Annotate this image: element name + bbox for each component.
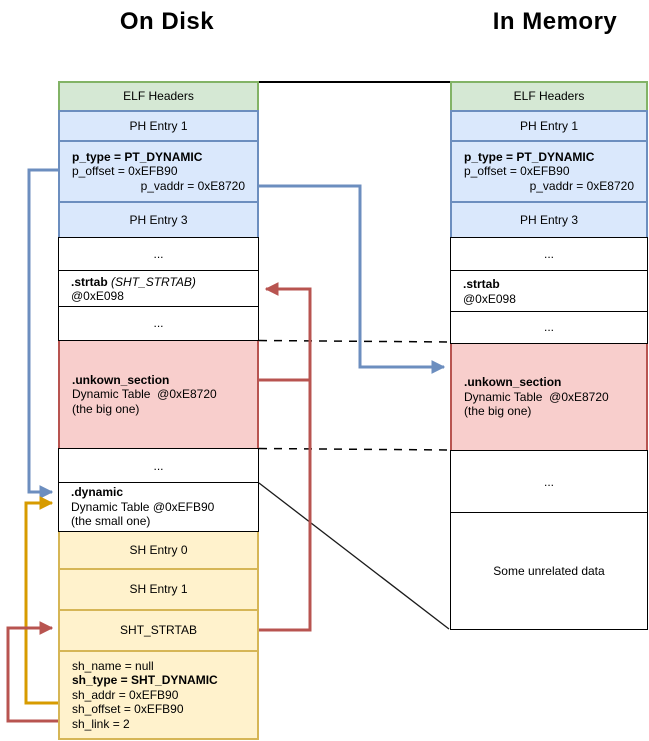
memory-strtab-addr: @0xE098 [463,291,516,306]
disk-sh-entry-1-label: SH Entry 1 [129,582,188,597]
memory-p-offset-label: p_offset = 0xEFB90 [464,164,570,179]
disk-strtab-box: .strtab (SHT_STRTAB) @0xE098 [58,270,259,308]
disk-dynamic-box: .dynamic Dynamic Table @0xEFB90 (the sma… [58,482,259,532]
memory-pt-dynamic-box: p_type = PT_DYNAMIC p_offset = 0xEFB90 p… [450,140,648,203]
title-on-disk: On Disk [119,8,215,35]
memory-ellipsis-3-box: ... [450,450,648,514]
disk-strtab-name-line: .strtab (SHT_STRTAB) [71,275,196,290]
disk-p-vaddr-label: p_vaddr = 0xE8720 [140,178,245,193]
disk-strtab-type: (SHT_STRTAB) [111,274,196,289]
disk-dynamic-name: .dynamic [71,485,124,500]
arrow-sht-strtab-to-strtab [259,282,312,632]
arrow-p-offset-to-dynamic [27,168,58,499]
arrow-sh-link-to-sht-strtab [6,621,58,723]
memory-ellipsis-2-box: ... [450,311,648,344]
memory-unknown-section-note: (the big one) [464,404,532,419]
disk-unknown-section-note: (the big one) [72,401,140,416]
disk-strtab-addr: @0xE098 [71,289,124,303]
disk-sht-strtab-box: SHT_STRTAB [58,609,259,652]
disk-ellipsis-2-box: ... [58,306,259,341]
memory-ph-entry-1-box: PH Entry 1 [450,110,648,142]
disk-unknown-section-name: .unkown_section [72,372,170,387]
disk-dynamic-desc: Dynamic Table @0xEFB90 [71,499,215,514]
disk-sh-entry-1-box: SH Entry 1 [58,568,259,611]
dashed-alignment-line-top [258,339,451,343]
mapping-line-dynamic-to-memory [258,482,450,630]
disk-unknown-section-box: .unkown_section Dynamic Table @0xE8720 (… [58,339,259,450]
disk-strtab-name: .strtab [71,274,108,289]
disk-ellipsis-1-label: ... [153,247,164,262]
disk-sh-offset-label: sh_offset = 0xEFB90 [72,702,184,717]
disk-sh-type-label: sh_type = SHT_DYNAMIC [72,673,218,688]
memory-ph-entry-1-label: PH Entry 1 [519,118,579,133]
disk-ellipsis-2-label: ... [153,316,164,331]
memory-unknown-section-box: .unkown_section Dynamic Table @0xE8720 (… [450,342,648,452]
arrow-sh-addr-to-dynamic [24,496,58,705]
disk-pt-dynamic-box: p_type = PT_DYNAMIC p_offset = 0xEFB90 p… [58,140,259,203]
disk-elf-headers-label: ELF Headers [123,89,194,104]
title-in-memory: In Memory [492,8,618,35]
disk-sh-entry-0-box: SH Entry 0 [58,530,259,570]
disk-sht-strtab-label: SHT_STRTAB [120,623,197,638]
disk-ph-entry-1-label: PH Entry 1 [129,118,188,133]
disk-unknown-section-desc: Dynamic Table @0xE8720 [72,387,217,402]
memory-p-type-label: p_type = PT_DYNAMIC [464,149,595,164]
memory-strtab-box: .strtab @0xE098 [450,270,648,313]
memory-unknown-section-name: .unkown_section [464,375,562,390]
disk-sh-entry-0-label: SH Entry 0 [129,542,188,557]
memory-ph-entry-3-label: PH Entry 3 [519,212,579,227]
disk-dynamic-note: (the small one) [71,514,151,529]
disk-sh-name-label: sh_name = null [72,658,154,673]
memory-unrelated-data-box: Some unrelated data [450,512,648,630]
memory-unrelated-data-label: Some unrelated data [493,563,605,578]
disk-ellipsis-3-label: ... [153,458,164,473]
memory-elf-headers-label: ELF Headers [513,89,585,104]
disk-ellipsis-1-box: ... [58,237,259,272]
memory-p-vaddr-label: p_vaddr = 0xE8720 [529,178,634,193]
disk-sh-addr-label: sh_addr = 0xEFB90 [72,687,179,702]
disk-ellipsis-3-box: ... [58,448,259,484]
memory-ellipsis-1-label: ... [543,247,554,262]
disk-ph-entry-1-box: PH Entry 1 [58,110,259,142]
disk-ph-entry-3-label: PH Entry 3 [129,212,188,227]
disk-p-type-label: p_type = PT_DYNAMIC [72,149,203,164]
disk-ph-entry-3-box: PH Entry 3 [58,201,259,239]
arrow-p-vaddr-to-memory-dynamic-table [259,184,446,374]
memory-ellipsis-2-label: ... [543,320,554,335]
disk-sh-detail-box: sh_name = null sh_type = SHT_DYNAMIC sh_… [58,650,259,740]
memory-ellipsis-3-label: ... [543,474,554,489]
memory-ellipsis-1-box: ... [450,237,648,272]
disk-p-offset-label: p_offset = 0xEFB90 [72,164,178,179]
memory-ph-entry-3-box: PH Entry 3 [450,201,648,239]
memory-unknown-section-desc: Dynamic Table @0xE8720 [464,389,609,404]
memory-strtab-name: .strtab [463,277,500,291]
dashed-alignment-line-bottom [258,447,451,451]
disk-elf-headers-box: ELF Headers [58,81,259,112]
disk-sh-link-label: sh_link = 2 [72,716,130,731]
memory-elf-headers-box: ELF Headers [450,81,648,112]
